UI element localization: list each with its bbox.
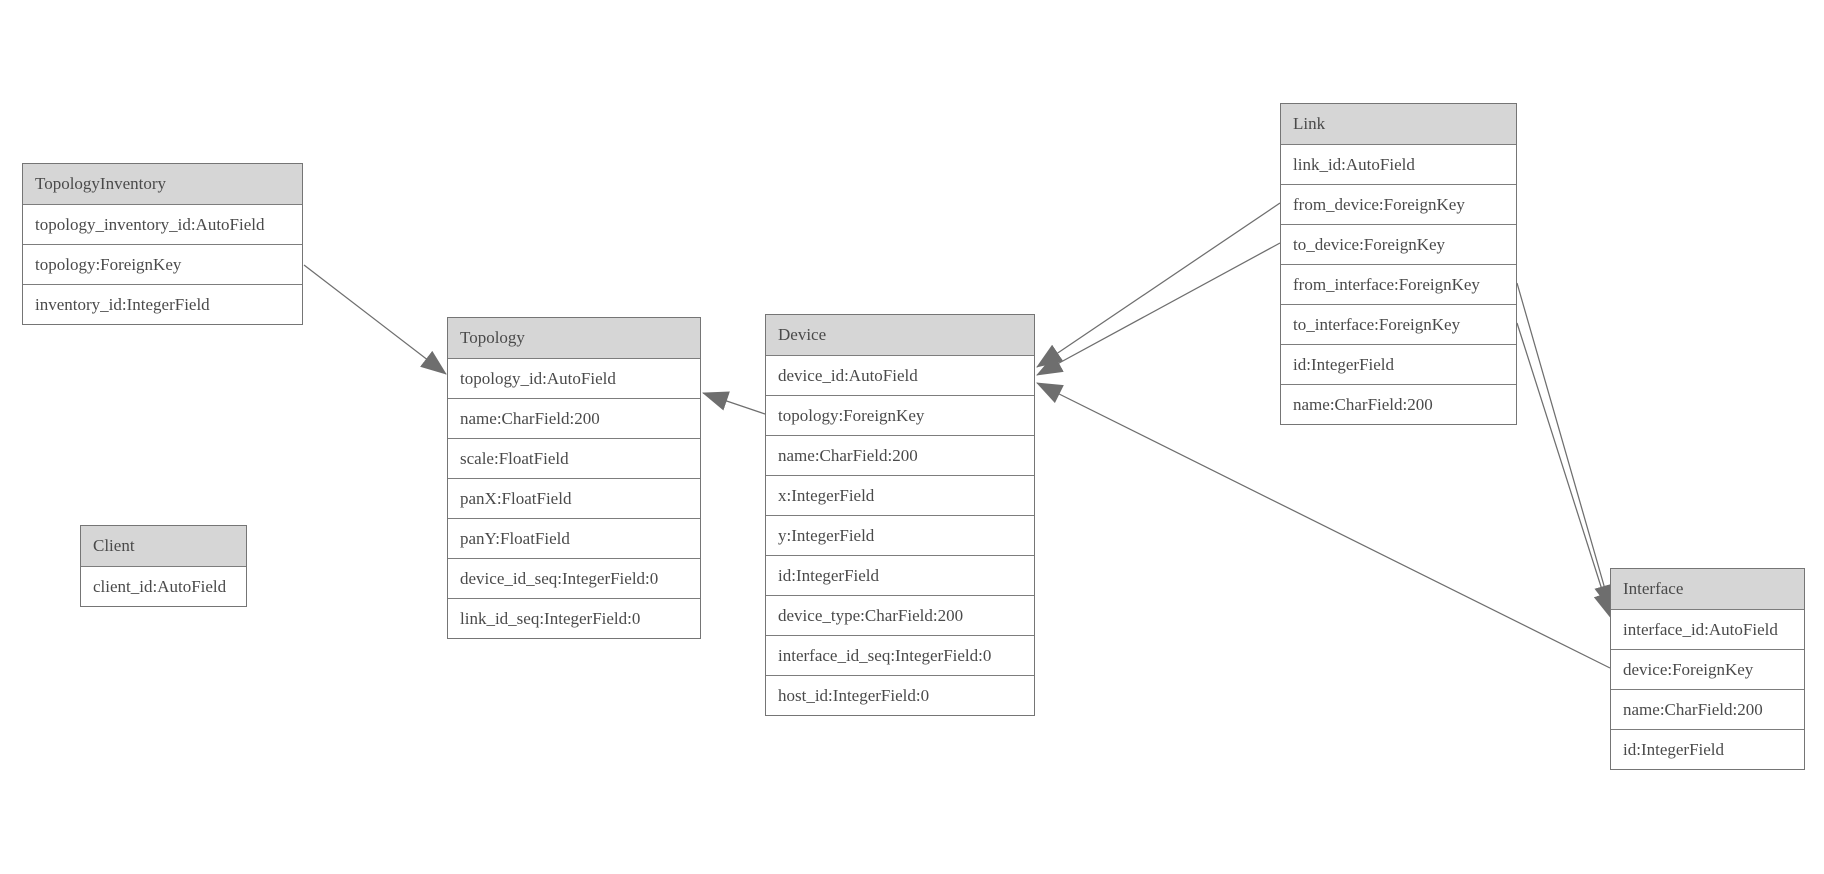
entity-field-row: from_interface:ForeignKey [1281,264,1516,304]
entity-field-row: panX:FloatField [448,478,700,518]
entity-field-row: interface_id:AutoField [1611,609,1804,649]
entity-title: Device [766,315,1034,355]
entity-field-row: device_id:AutoField [766,355,1034,395]
entity-field-row: link_id:AutoField [1281,144,1516,184]
entity-field-row: device_id_seq:IntegerField:0 [448,558,700,598]
relationship-interface-device-to-device [1036,382,1611,669]
entity-field-row: name:CharField:200 [1281,384,1516,424]
entity-field-row: link_id_seq:IntegerField:0 [448,598,700,638]
entity-field-row: topology:ForeignKey [766,395,1034,435]
entity-field-row: y:IntegerField [766,515,1034,555]
entity-field-row: name:CharField:200 [1611,689,1804,729]
relationship-topologyinventory-topology-to-topology [303,264,447,375]
entity-field-row: topology_id:AutoField [448,358,700,398]
entity-field-row: id:IntegerField [766,555,1034,595]
entity-field-row: to_interface:ForeignKey [1281,304,1516,344]
entity-field-row: name:CharField:200 [766,435,1034,475]
entity-field-row: id:IntegerField [1281,344,1516,384]
entity-field-row: inventory_id:IntegerField [23,284,302,324]
entity-field-row: scale:FloatField [448,438,700,478]
entity-title: Topology [448,318,700,358]
entity-field-row: id:IntegerField [1611,729,1804,769]
entity-title: Link [1281,104,1516,144]
relationship-link-from_device-to-device [1036,202,1281,368]
entity-field-row: device:ForeignKey [1611,649,1804,689]
relationship-link-to_interface-to-interface [1516,322,1613,619]
relationship-link-from_interface-to-interface [1516,282,1614,611]
entity-field-row: to_device:ForeignKey [1281,224,1516,264]
entity-field-row: client_id:AutoField [81,566,246,606]
entity-field-row: topology:ForeignKey [23,244,302,284]
entity-field-row: interface_id_seq:IntegerField:0 [766,635,1034,675]
entity-title: Client [81,526,246,566]
entity-title: TopologyInventory [23,164,302,204]
entity-field-row: name:CharField:200 [448,398,700,438]
entity-title: Interface [1611,569,1804,609]
entity-field-row: topology_inventory_id:AutoField [23,204,302,244]
entity-field-row: x:IntegerField [766,475,1034,515]
relationship-device-topology-to-topology [702,391,766,415]
entity-field-row: device_type:CharField:200 [766,595,1034,635]
relationship-link-to_device-to-device [1036,242,1281,376]
entity-field-row: from_device:ForeignKey [1281,184,1516,224]
entity-field-row: panY:FloatField [448,518,700,558]
entity-field-row: host_id:IntegerField:0 [766,675,1034,715]
